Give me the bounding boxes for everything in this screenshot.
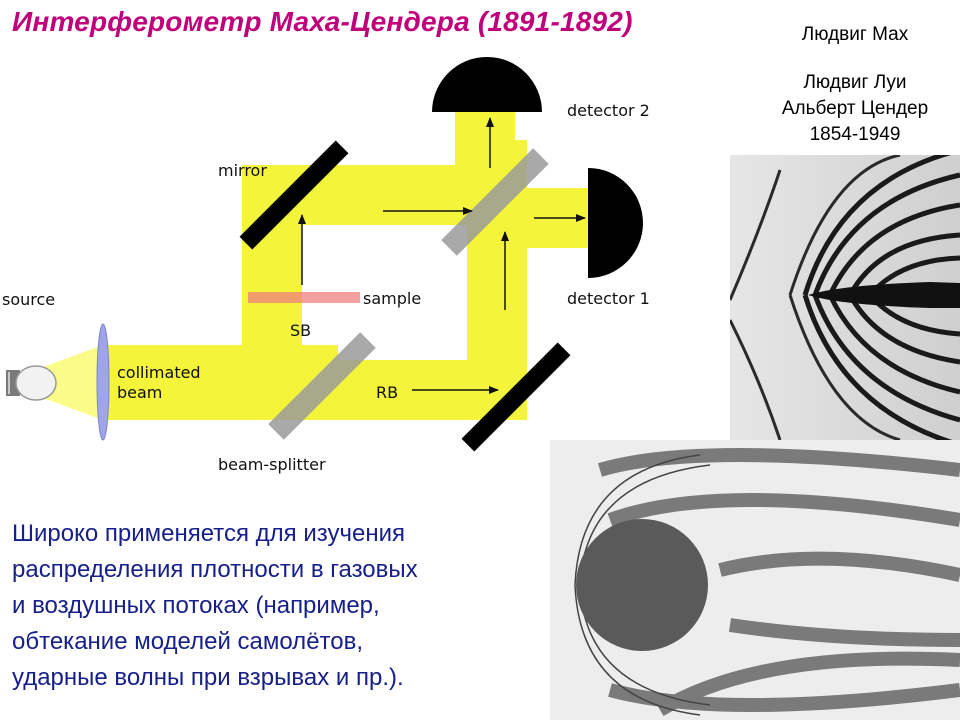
label-sample: sample — [363, 289, 421, 308]
collimating-lens — [96, 323, 110, 441]
description-line: обтекание моделей самолётов, — [12, 628, 364, 655]
sphere-flow-interferogram-photo — [550, 440, 960, 720]
description-line: ударные волны при взрывах и пр.). — [12, 664, 404, 691]
zehnder-years: 1854-1949 — [809, 124, 901, 145]
label-mirror: mirror — [218, 161, 267, 180]
detector-1 — [588, 168, 643, 278]
label-rb: RB — [376, 383, 398, 402]
zehnder-name-line2: Альберт Цендер — [781, 98, 929, 119]
incoming-beam — [35, 345, 103, 420]
label-collimated-line1: collimated — [117, 363, 201, 382]
mach-caption: Людвиг Мах — [740, 22, 960, 48]
label-beam-splitter: beam-splitter — [218, 455, 326, 474]
detector-2 — [432, 57, 542, 112]
beam-splitter-top — [441, 148, 549, 256]
label-collimated-line2: beam — [117, 383, 162, 402]
label-sb: SB — [290, 321, 311, 340]
mach-name: Людвиг Мах — [801, 24, 909, 45]
slide-title: Интерферометр Маха-Цендера (1891-1892) — [12, 6, 633, 37]
beam-splitter-bottom — [268, 332, 376, 440]
lightbulb-icon — [6, 365, 57, 401]
description-line: и воздушных потоках (например, — [12, 592, 380, 619]
zehnder-name-line1: Людвиг Луи — [803, 72, 907, 93]
label-source: source — [2, 290, 55, 309]
label-detector1: detector 1 — [567, 289, 650, 308]
mirror-bottom-right — [461, 342, 571, 452]
label-detector2: detector 2 — [567, 101, 650, 120]
description-line: распределения плотности в газовых — [12, 556, 418, 583]
description-line: Широко применяется для изучения — [12, 520, 405, 547]
beam-arrows — [298, 117, 586, 394]
shockwave-interferogram-photo — [730, 155, 960, 440]
description-text: Широко применяется для изучения распреде… — [12, 516, 532, 696]
mirror-top-left — [239, 140, 349, 250]
zehnder-caption: Людвиг Луи Альберт Цендер 1854-1949 — [740, 70, 960, 148]
sample-bar — [248, 292, 360, 303]
